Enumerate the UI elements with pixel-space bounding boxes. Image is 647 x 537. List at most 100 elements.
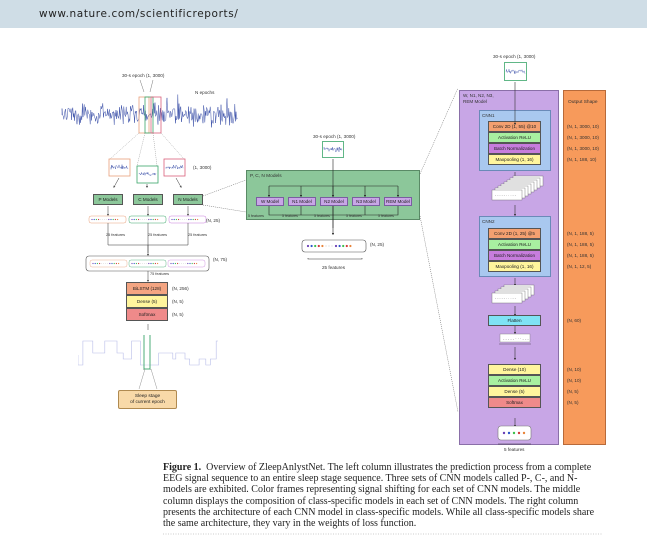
left-layer: Softmax [126, 308, 168, 321]
n-epochs-label: N epochs [195, 90, 215, 95]
site-header: www.nature.com/scientificreports/ [0, 0, 647, 28]
feature-dot [512, 431, 516, 435]
feature-dots [91, 218, 199, 221]
feature-dot [150, 262, 152, 265]
p-feature-vector [88, 215, 127, 224]
dense-output-shape: (N, 10) [567, 366, 582, 372]
site-url[interactable]: www.nature.com/scientificreports/ [39, 8, 239, 20]
pcn-models-label: P, C, N Models [250, 174, 282, 179]
cnn2-layer: Batch Normalization [488, 250, 541, 261]
middle-epoch-label: 30-s epoch (1, 3000) [313, 134, 356, 139]
feature-dot [113, 262, 115, 265]
feature-dot [154, 218, 156, 221]
feature-dot [112, 218, 114, 221]
feature-dot [192, 218, 194, 221]
cnn1-output-shape: (N, 1, 188, 10) [567, 156, 597, 162]
feature-dot [157, 218, 159, 221]
features-5-label: 5 features [378, 214, 394, 218]
left-epoch-label: 30-s epoch (1, 3000) [122, 73, 165, 78]
feature-dot [94, 262, 96, 265]
feature-dot [187, 262, 189, 265]
feature-dot [171, 218, 173, 221]
left-output-shape: (N, 256) [172, 285, 189, 291]
feature-dot [98, 218, 100, 221]
zoom-line [136, 132, 146, 167]
panel-label-line-1: W, N1, N2, N3, [463, 93, 494, 98]
hypnogram-trace [78, 340, 218, 366]
feature-dot [111, 262, 113, 265]
feature-dot [193, 262, 195, 265]
feature-dot [92, 262, 94, 265]
feature-dot [133, 262, 135, 265]
feature-dot [502, 431, 506, 435]
features-5-label: 5 features [282, 214, 298, 218]
cnn1-layer: Activation ReLU [488, 132, 541, 143]
feature-dot [93, 218, 95, 221]
cnn2-layer: Activation ReLU [488, 239, 541, 250]
feature-dot [306, 244, 310, 248]
left-output-shape: (N, 5) [172, 298, 184, 304]
right-epoch-label: 30-s epoch (1, 3000) [493, 54, 536, 59]
feature-map-stack-1: - - - - - · · · - - [491, 175, 544, 201]
mini-waves [110, 164, 184, 177]
feature-dot [138, 262, 140, 265]
dense-output-shape: (N, 5) [567, 388, 579, 394]
feature-dot [342, 244, 345, 248]
feature-dot [118, 262, 120, 265]
feature-dot [148, 262, 150, 265]
feature-dot [310, 244, 313, 248]
caption-label: Figure 1. [163, 462, 202, 473]
middle-epoch-box [322, 141, 344, 158]
flatten-output-shape: (N, 60) [567, 317, 582, 323]
n-models-box: N Models [173, 194, 203, 205]
output-shape-title: Output Shape [568, 100, 598, 105]
feature-dot [135, 262, 137, 265]
feature-dots [502, 431, 526, 435]
dense-layer: Dense (5) [488, 386, 541, 397]
feature-map [491, 189, 523, 201]
left-lower-diagram [85, 206, 210, 330]
n-feature-vector [168, 215, 207, 224]
feature-dot [138, 218, 140, 221]
class-model-n2: N2 Model [320, 197, 348, 206]
features-5-label: 5 features [346, 214, 362, 218]
cnn1-output-shape: (N, 1, 3000, 10) [567, 145, 599, 151]
feature-dot [349, 244, 352, 248]
cnn1-output-shape: (N, 1, 3000, 10) [567, 123, 599, 129]
dense-output-shape: (N, 10) [567, 377, 582, 383]
class-model-rem: REM Model [384, 197, 412, 206]
left-layer: BiLSTM (128) [126, 282, 168, 295]
result-line-2: of current epoch [130, 399, 165, 405]
feature-dot [172, 262, 174, 265]
feature-dot [91, 218, 93, 221]
flat-vector [499, 333, 531, 343]
feature-dot [190, 218, 192, 221]
feature-dot [522, 431, 526, 435]
feature-dot [108, 218, 110, 221]
feature-dot [194, 218, 196, 221]
arrow [175, 177, 182, 188]
cnn1-output-shape: (N, 1, 3000, 10) [567, 134, 599, 140]
brace [307, 258, 363, 260]
arrow [113, 177, 120, 188]
cnn2-output-shape: (N, 1, 12, 5) [567, 263, 592, 269]
middle-connectors [267, 159, 400, 236]
cnn2-layer: Maxpooling (1, 16) [488, 261, 541, 272]
feature-dot [317, 244, 320, 248]
shape-1-3000: (1, 3000) [193, 165, 212, 170]
dense-layer: Activation ReLU [488, 375, 541, 386]
svg-text:- - - - - · · · - - -: - - - - - · · · - - - [503, 336, 529, 341]
n-frame [150, 96, 162, 134]
feature-dot [150, 218, 152, 221]
feature-dot [177, 262, 179, 265]
feature-dot [345, 244, 348, 248]
right-features-5: 5 features [504, 447, 525, 452]
feature-dot [152, 218, 154, 221]
feature-dot [131, 262, 133, 265]
feature-dot [131, 218, 133, 221]
output-shape-panel [563, 90, 606, 445]
right-connectors: - - - - - · · · - - - - - - - · · · - - … [491, 82, 544, 428]
zoom-line [160, 132, 185, 160]
feature-dot [197, 218, 199, 221]
class-model-n1: N1 Model [288, 197, 316, 206]
